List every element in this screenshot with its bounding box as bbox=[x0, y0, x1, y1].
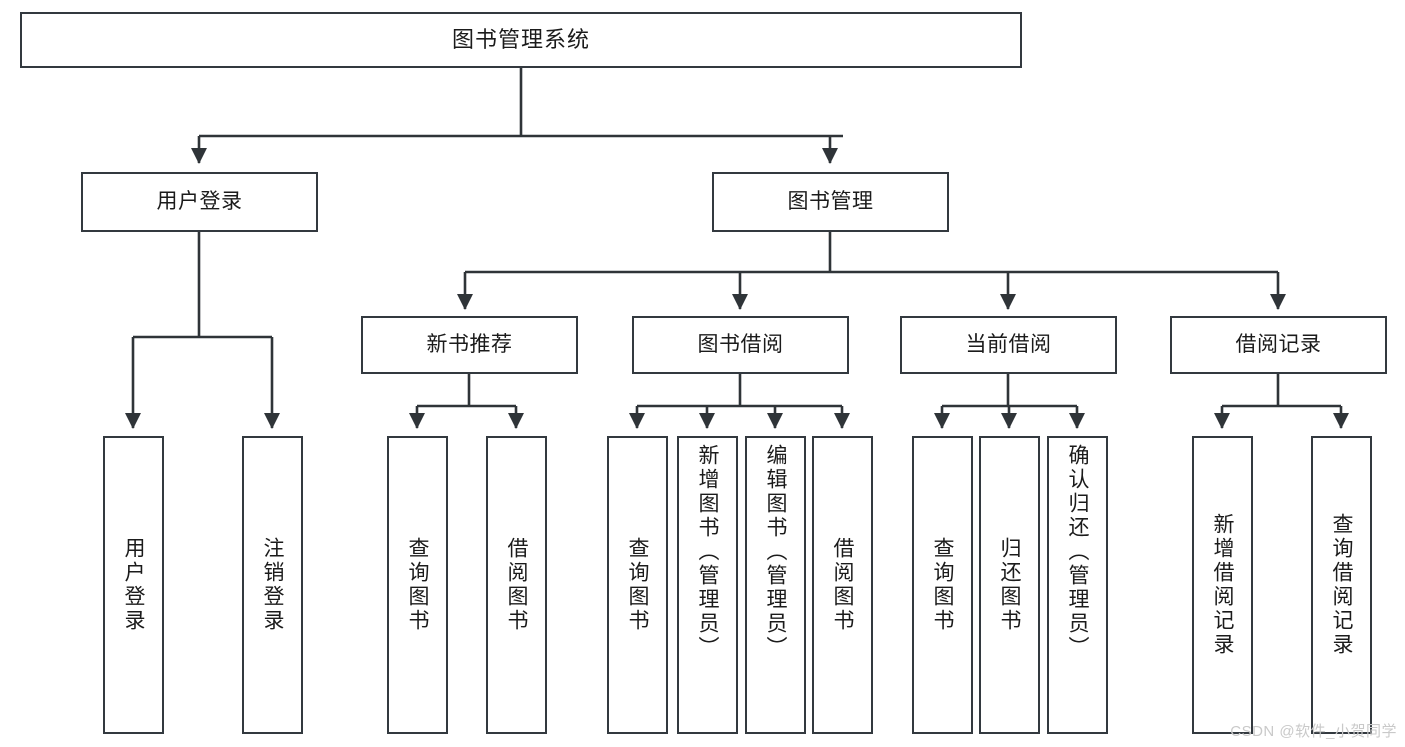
node-book-management[interactable]: 图书管理 bbox=[712, 172, 949, 232]
node-label: 当前借阅 bbox=[965, 332, 1052, 356]
leaf-user-login-login[interactable]: 用户登录 bbox=[103, 436, 164, 734]
node-label: 查询借阅记录 bbox=[1330, 513, 1353, 657]
node-new-book-recommend[interactable]: 新书推荐 bbox=[361, 316, 578, 374]
node-label: 图书管理 bbox=[787, 189, 874, 213]
node-user-login[interactable]: 用户登录 bbox=[81, 172, 318, 232]
node-label: 借阅图书 bbox=[831, 537, 854, 633]
leaf-current-borrow-confirm-admin[interactable]: 确认归还（管理员） bbox=[1047, 436, 1108, 734]
node-label: 用户登录 bbox=[156, 189, 243, 213]
node-book-borrow[interactable]: 图书借阅 bbox=[632, 316, 849, 374]
leaf-borrow-record-query[interactable]: 查询借阅记录 bbox=[1311, 436, 1372, 734]
leaf-user-login-logout[interactable]: 注销登录 bbox=[242, 436, 303, 734]
node-label: 新增图书（管理员） bbox=[696, 444, 719, 660]
node-current-borrow[interactable]: 当前借阅 bbox=[900, 316, 1117, 374]
node-borrow-record[interactable]: 借阅记录 bbox=[1170, 316, 1387, 374]
leaf-book-borrow-edit-admin[interactable]: 编辑图书（管理员） bbox=[745, 436, 806, 734]
node-label: 借阅图书 bbox=[505, 537, 528, 633]
leaf-book-borrow-query[interactable]: 查询图书 bbox=[607, 436, 668, 734]
leaf-current-borrow-return[interactable]: 归还图书 bbox=[979, 436, 1040, 734]
leaf-book-borrow-add-admin[interactable]: 新增图书（管理员） bbox=[677, 436, 738, 734]
node-label: 新增借阅记录 bbox=[1211, 513, 1234, 657]
node-root-system[interactable]: 图书管理系统 bbox=[20, 12, 1022, 68]
node-label: 借阅记录 bbox=[1235, 332, 1322, 356]
leaf-borrow-record-add[interactable]: 新增借阅记录 bbox=[1192, 436, 1253, 734]
leaf-new-book-query[interactable]: 查询图书 bbox=[387, 436, 448, 734]
node-label: 用户登录 bbox=[122, 537, 145, 633]
node-label: 编辑图书（管理员） bbox=[764, 444, 787, 660]
node-label: 新书推荐 bbox=[426, 332, 513, 356]
node-label: 图书借阅 bbox=[697, 332, 784, 356]
leaf-book-borrow-borrow[interactable]: 借阅图书 bbox=[812, 436, 873, 734]
node-label: 图书管理系统 bbox=[451, 27, 590, 53]
leaf-current-borrow-query[interactable]: 查询图书 bbox=[912, 436, 973, 734]
node-label: 查询图书 bbox=[626, 537, 649, 633]
leaf-new-book-borrow[interactable]: 借阅图书 bbox=[486, 436, 547, 734]
node-label: 查询图书 bbox=[931, 537, 954, 633]
node-label: 归还图书 bbox=[998, 537, 1021, 633]
node-label: 注销登录 bbox=[261, 537, 284, 633]
node-label: 查询图书 bbox=[406, 537, 429, 633]
watermark-text: CSDN @软件_小贺同学 bbox=[1230, 723, 1397, 740]
node-label: 确认归还（管理员） bbox=[1066, 444, 1089, 660]
